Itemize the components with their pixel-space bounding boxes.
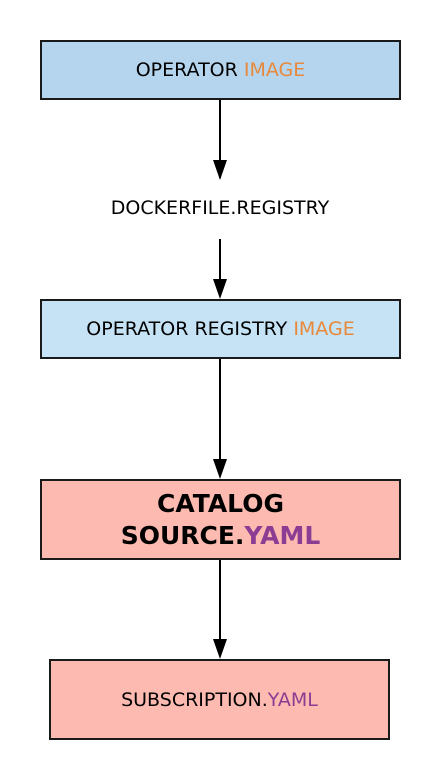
- node-dockerfile-registry: DOCKERFILE.REGISTRY: [0, 197, 440, 219]
- arrowhead-2: [213, 279, 227, 299]
- catalog-source-line2-accent: YAML: [244, 520, 321, 550]
- operator-registry-image-prefix: OPERATOR REGISTRY: [86, 318, 294, 340]
- operator-registry-image-accent: IMAGE: [293, 318, 355, 340]
- node-catalog-source: CATALOG SOURCE.YAML: [40, 479, 401, 560]
- node-operator-image: OPERATOR IMAGE: [40, 40, 401, 100]
- arrowhead-3: [213, 459, 227, 479]
- arrowhead-4: [213, 639, 227, 659]
- catalog-source-line2-prefix: SOURCE.: [120, 520, 245, 550]
- node-subscription-label: SUBSCRIPTION.YAML: [121, 689, 318, 711]
- node-catalog-source-label: CATALOG SOURCE.YAML: [121, 488, 321, 552]
- operator-image-prefix: OPERATOR: [135, 59, 244, 81]
- subscription-accent: YAML: [267, 688, 318, 711]
- catalog-source-line2: SOURCE.YAML: [121, 520, 321, 552]
- node-operator-image-label: OPERATOR IMAGE: [136, 59, 306, 81]
- catalog-source-line1: CATALOG: [156, 488, 284, 518]
- subscription-prefix: SUBSCRIPTION.: [121, 688, 268, 711]
- arrowhead-1: [213, 160, 227, 180]
- node-operator-registry-image-label: OPERATOR REGISTRY IMAGE: [86, 318, 354, 340]
- node-subscription: SUBSCRIPTION.YAML: [49, 659, 390, 740]
- dockerfile-registry-label: DOCKERFILE.REGISTRY: [110, 197, 330, 219]
- node-operator-registry-image: OPERATOR REGISTRY IMAGE: [40, 299, 401, 359]
- operator-image-accent: IMAGE: [243, 59, 306, 81]
